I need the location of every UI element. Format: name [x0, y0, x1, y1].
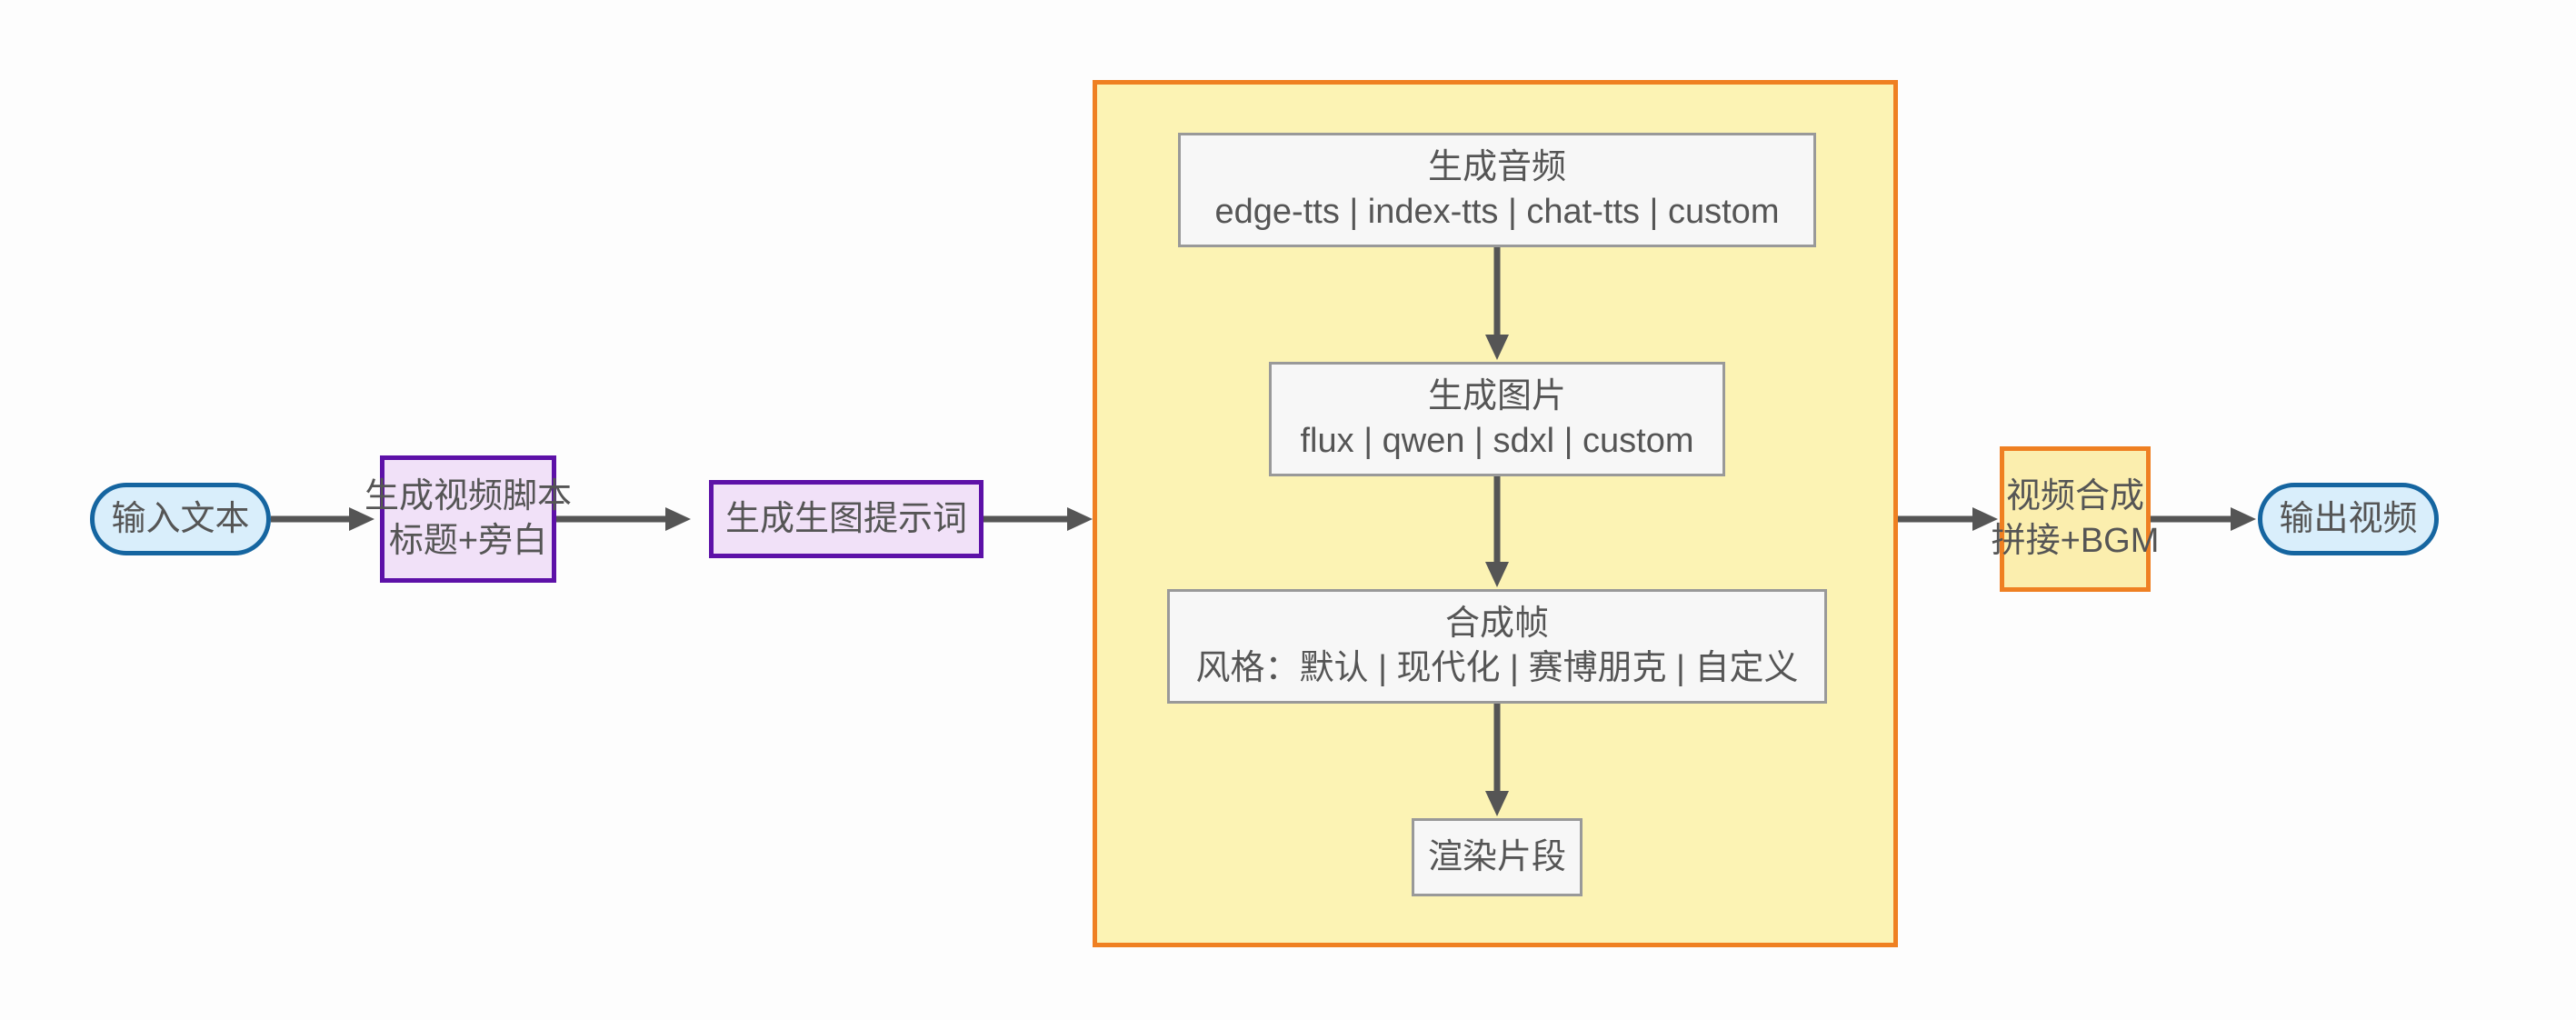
node-generate-image-line2: flux | qwen | sdxl | custom — [1300, 422, 1694, 460]
node-generate-script-line2: 标题+旁白 — [388, 522, 548, 560]
node-generate-audio[interactable]: 生成音频 edge-tts | index-tts | chat-tts | c… — [1178, 133, 1816, 247]
node-render-clip[interactable]: 渲染片段 — [1412, 818, 1583, 896]
node-generate-script[interactable]: 生成视频脚本 标题+旁白 — [364, 455, 572, 583]
node-generate-prompt-label: 生成生图提示词 — [724, 499, 967, 538]
node-generate-image[interactable]: 生成图片 flux | qwen | sdxl | custom — [1269, 362, 1725, 476]
node-input-text-label: 输入文本 — [111, 499, 250, 538]
edge-generate-audio-to-generate-image — [1483, 247, 1511, 362]
node-video-merge-line2: 拼接+BGM — [1991, 522, 2160, 560]
node-video-merge-line1: 视频合成 — [2005, 477, 2144, 516]
node-generate-audio-line1: 生成音频 — [1427, 148, 1566, 187]
node-output-video-label: 输出视频 — [2279, 499, 2418, 538]
node-compose-frame-line2: 风格：默认 | 现代化 | 赛博朋克 | 自定义 — [1195, 649, 1799, 687]
node-input-text[interactable]: 输入文本 — [90, 483, 271, 555]
node-render-clip-label: 渲染片段 — [1427, 837, 1566, 876]
edge-video-merge-to-output-video — [2151, 505, 2258, 533]
node-output-video[interactable]: 输出视频 — [2258, 483, 2439, 555]
node-compose-frame[interactable]: 合成帧 风格：默认 | 现代化 | 赛博朋克 | 自定义 — [1167, 589, 1827, 704]
edge-pipeline-to-video-merge — [1898, 505, 2000, 533]
edge-generate-image-to-compose-frame — [1483, 476, 1511, 589]
edge-input-text-to-generate-script — [271, 505, 376, 533]
edge-generate-script-to-generate-prompt — [556, 505, 693, 533]
edge-generate-prompt-to-pipeline — [983, 505, 1094, 533]
node-generate-image-line1: 生成图片 — [1427, 377, 1566, 416]
node-generate-audio-line2: edge-tts | index-tts | chat-tts | custom — [1214, 193, 1780, 231]
node-generate-prompt[interactable]: 生成生图提示词 — [709, 480, 983, 558]
node-compose-frame-line1: 合成帧 — [1444, 605, 1549, 644]
node-video-merge[interactable]: 视频合成 拼接+BGM — [1992, 446, 2159, 592]
node-generate-script-line1: 生成视频脚本 — [364, 477, 573, 516]
edge-compose-frame-to-render-clip — [1483, 704, 1511, 818]
